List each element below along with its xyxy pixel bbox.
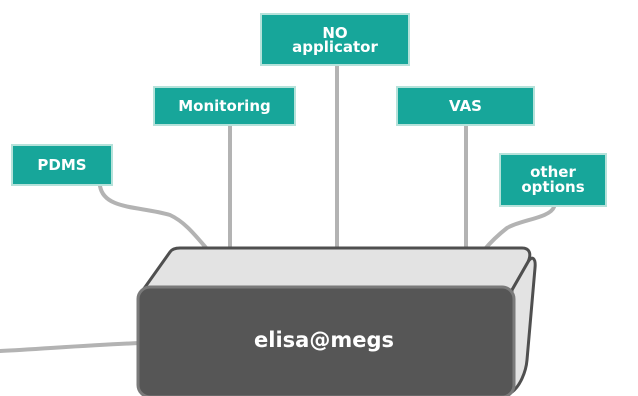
- device-front-face: [136, 285, 516, 396]
- cable-other-options: [482, 205, 556, 252]
- node-no-applicator: NO applicator: [260, 13, 410, 66]
- device-label: elisa@megs: [254, 328, 394, 352]
- connection-cables: [0, 64, 556, 353]
- node-pdms: PDMS: [11, 144, 113, 186]
- device-box: [136, 246, 537, 396]
- node-monitoring: Monitoring: [153, 86, 296, 126]
- node-other-options: other options: [499, 153, 607, 207]
- device-top-face: [141, 246, 532, 292]
- cable-left-exit: [0, 341, 142, 353]
- node-vas: VAS: [396, 86, 535, 126]
- device-side-face: [510, 256, 537, 394]
- cable-pdms: [98, 184, 210, 252]
